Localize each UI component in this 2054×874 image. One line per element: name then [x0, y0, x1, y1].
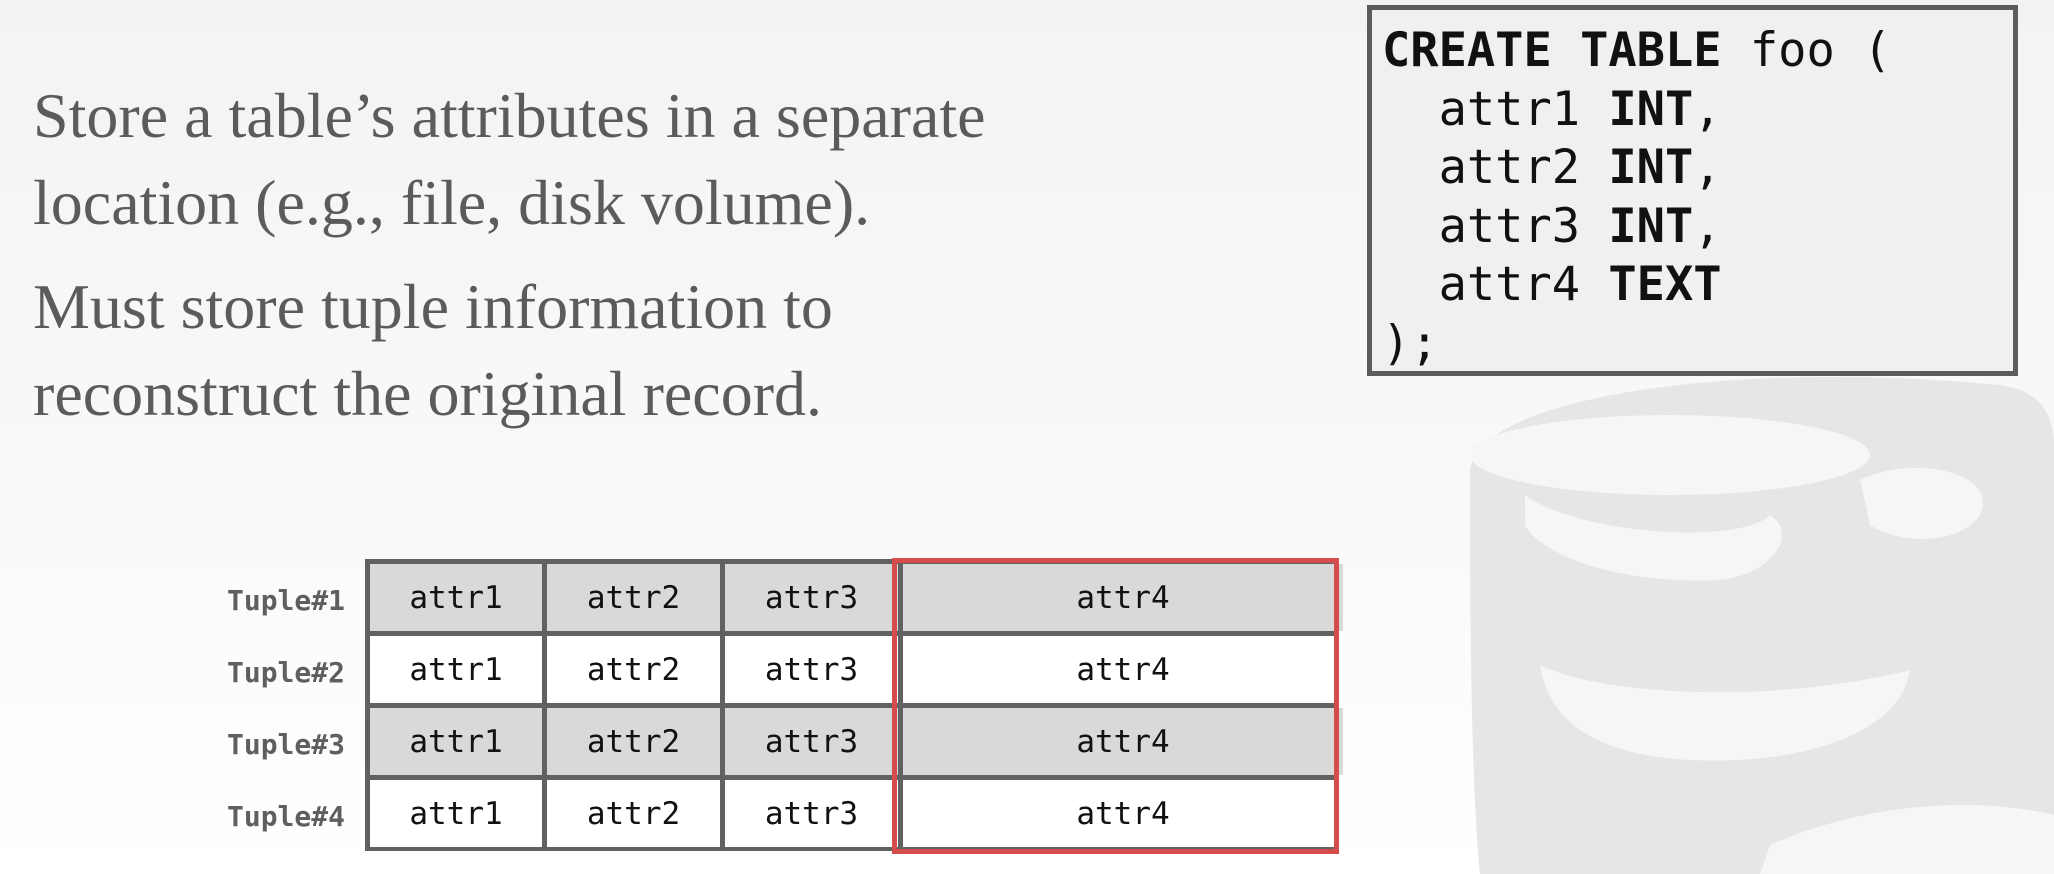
bullet-text-line: location (e.g., file, disk volume).	[33, 167, 871, 238]
code-text: ,	[1693, 198, 1722, 254]
code-line: attr1 INT,	[1382, 81, 2013, 140]
bullet-item: Store a table’s attributes in a separate…	[33, 72, 1183, 246]
code-line: attr3 INT,	[1382, 198, 2013, 257]
code-keyword: INT	[1608, 140, 1694, 195]
bullet-item: Must store tuple information to reconstr…	[33, 263, 1183, 437]
table-cell: attr4	[903, 564, 1343, 631]
code-text: );	[1382, 315, 1439, 371]
table-cell: attr2	[547, 636, 720, 703]
table-cell: attr2	[547, 564, 720, 631]
code-keyword: CREATE TABLE	[1382, 23, 1722, 78]
code-text: foo (	[1721, 23, 1892, 78]
code-line: );	[1382, 315, 2013, 374]
code-text: attr3	[1382, 198, 1609, 254]
table-cell: attr1	[370, 564, 542, 631]
table-cell: attr4	[903, 708, 1343, 775]
table-cell: attr4	[903, 636, 1343, 703]
table-cell: attr4	[903, 780, 1343, 847]
tuple-label: Tuple#2	[226, 656, 345, 689]
bullet-text-line: reconstruct the original record.	[33, 358, 822, 429]
table-cell: attr3	[725, 708, 898, 775]
tuple-label: Tuple#1	[226, 584, 345, 617]
table-cell: attr2	[547, 708, 720, 775]
code-line: CREATE TABLE foo (	[1382, 22, 2013, 81]
code-keyword: TEXT	[1608, 257, 1722, 312]
bullet-text-line: Must store tuple information to	[33, 271, 833, 342]
code-keyword: INT	[1608, 198, 1694, 254]
tuple-label: Tuple#4	[226, 800, 345, 833]
code-text: attr1	[1382, 81, 1609, 137]
code-line: attr4 TEXT	[1382, 256, 2013, 315]
table-cell: attr1	[370, 636, 542, 703]
tuple-label: Tuple#3	[226, 728, 345, 761]
table-cell: attr1	[370, 780, 542, 847]
table-cell: attr2	[547, 780, 720, 847]
code-text: ,	[1693, 140, 1722, 195]
code-keyword: INT	[1608, 81, 1694, 137]
table-cell: attr3	[725, 636, 898, 703]
database-logo-icon	[1470, 376, 2054, 874]
table-cell: attr3	[725, 780, 898, 847]
sql-code-box: CREATE TABLE foo ( attr1 INT, attr2 INT,…	[1367, 5, 2018, 376]
table-cell: attr1	[370, 708, 542, 775]
tuple-storage-table: attr1 attr2 attr3 attr4 attr1 attr2 attr…	[365, 559, 1343, 851]
table-cell: attr3	[725, 564, 898, 631]
code-line: attr2 INT,	[1382, 139, 2013, 198]
bullet-text-line: Store a table’s attributes in a separate	[33, 80, 986, 151]
code-text: attr4	[1382, 257, 1609, 312]
code-text: attr2	[1382, 140, 1609, 195]
bullet-list: Store a table’s attributes in a separate…	[33, 72, 1183, 454]
code-text: ,	[1693, 81, 1722, 137]
